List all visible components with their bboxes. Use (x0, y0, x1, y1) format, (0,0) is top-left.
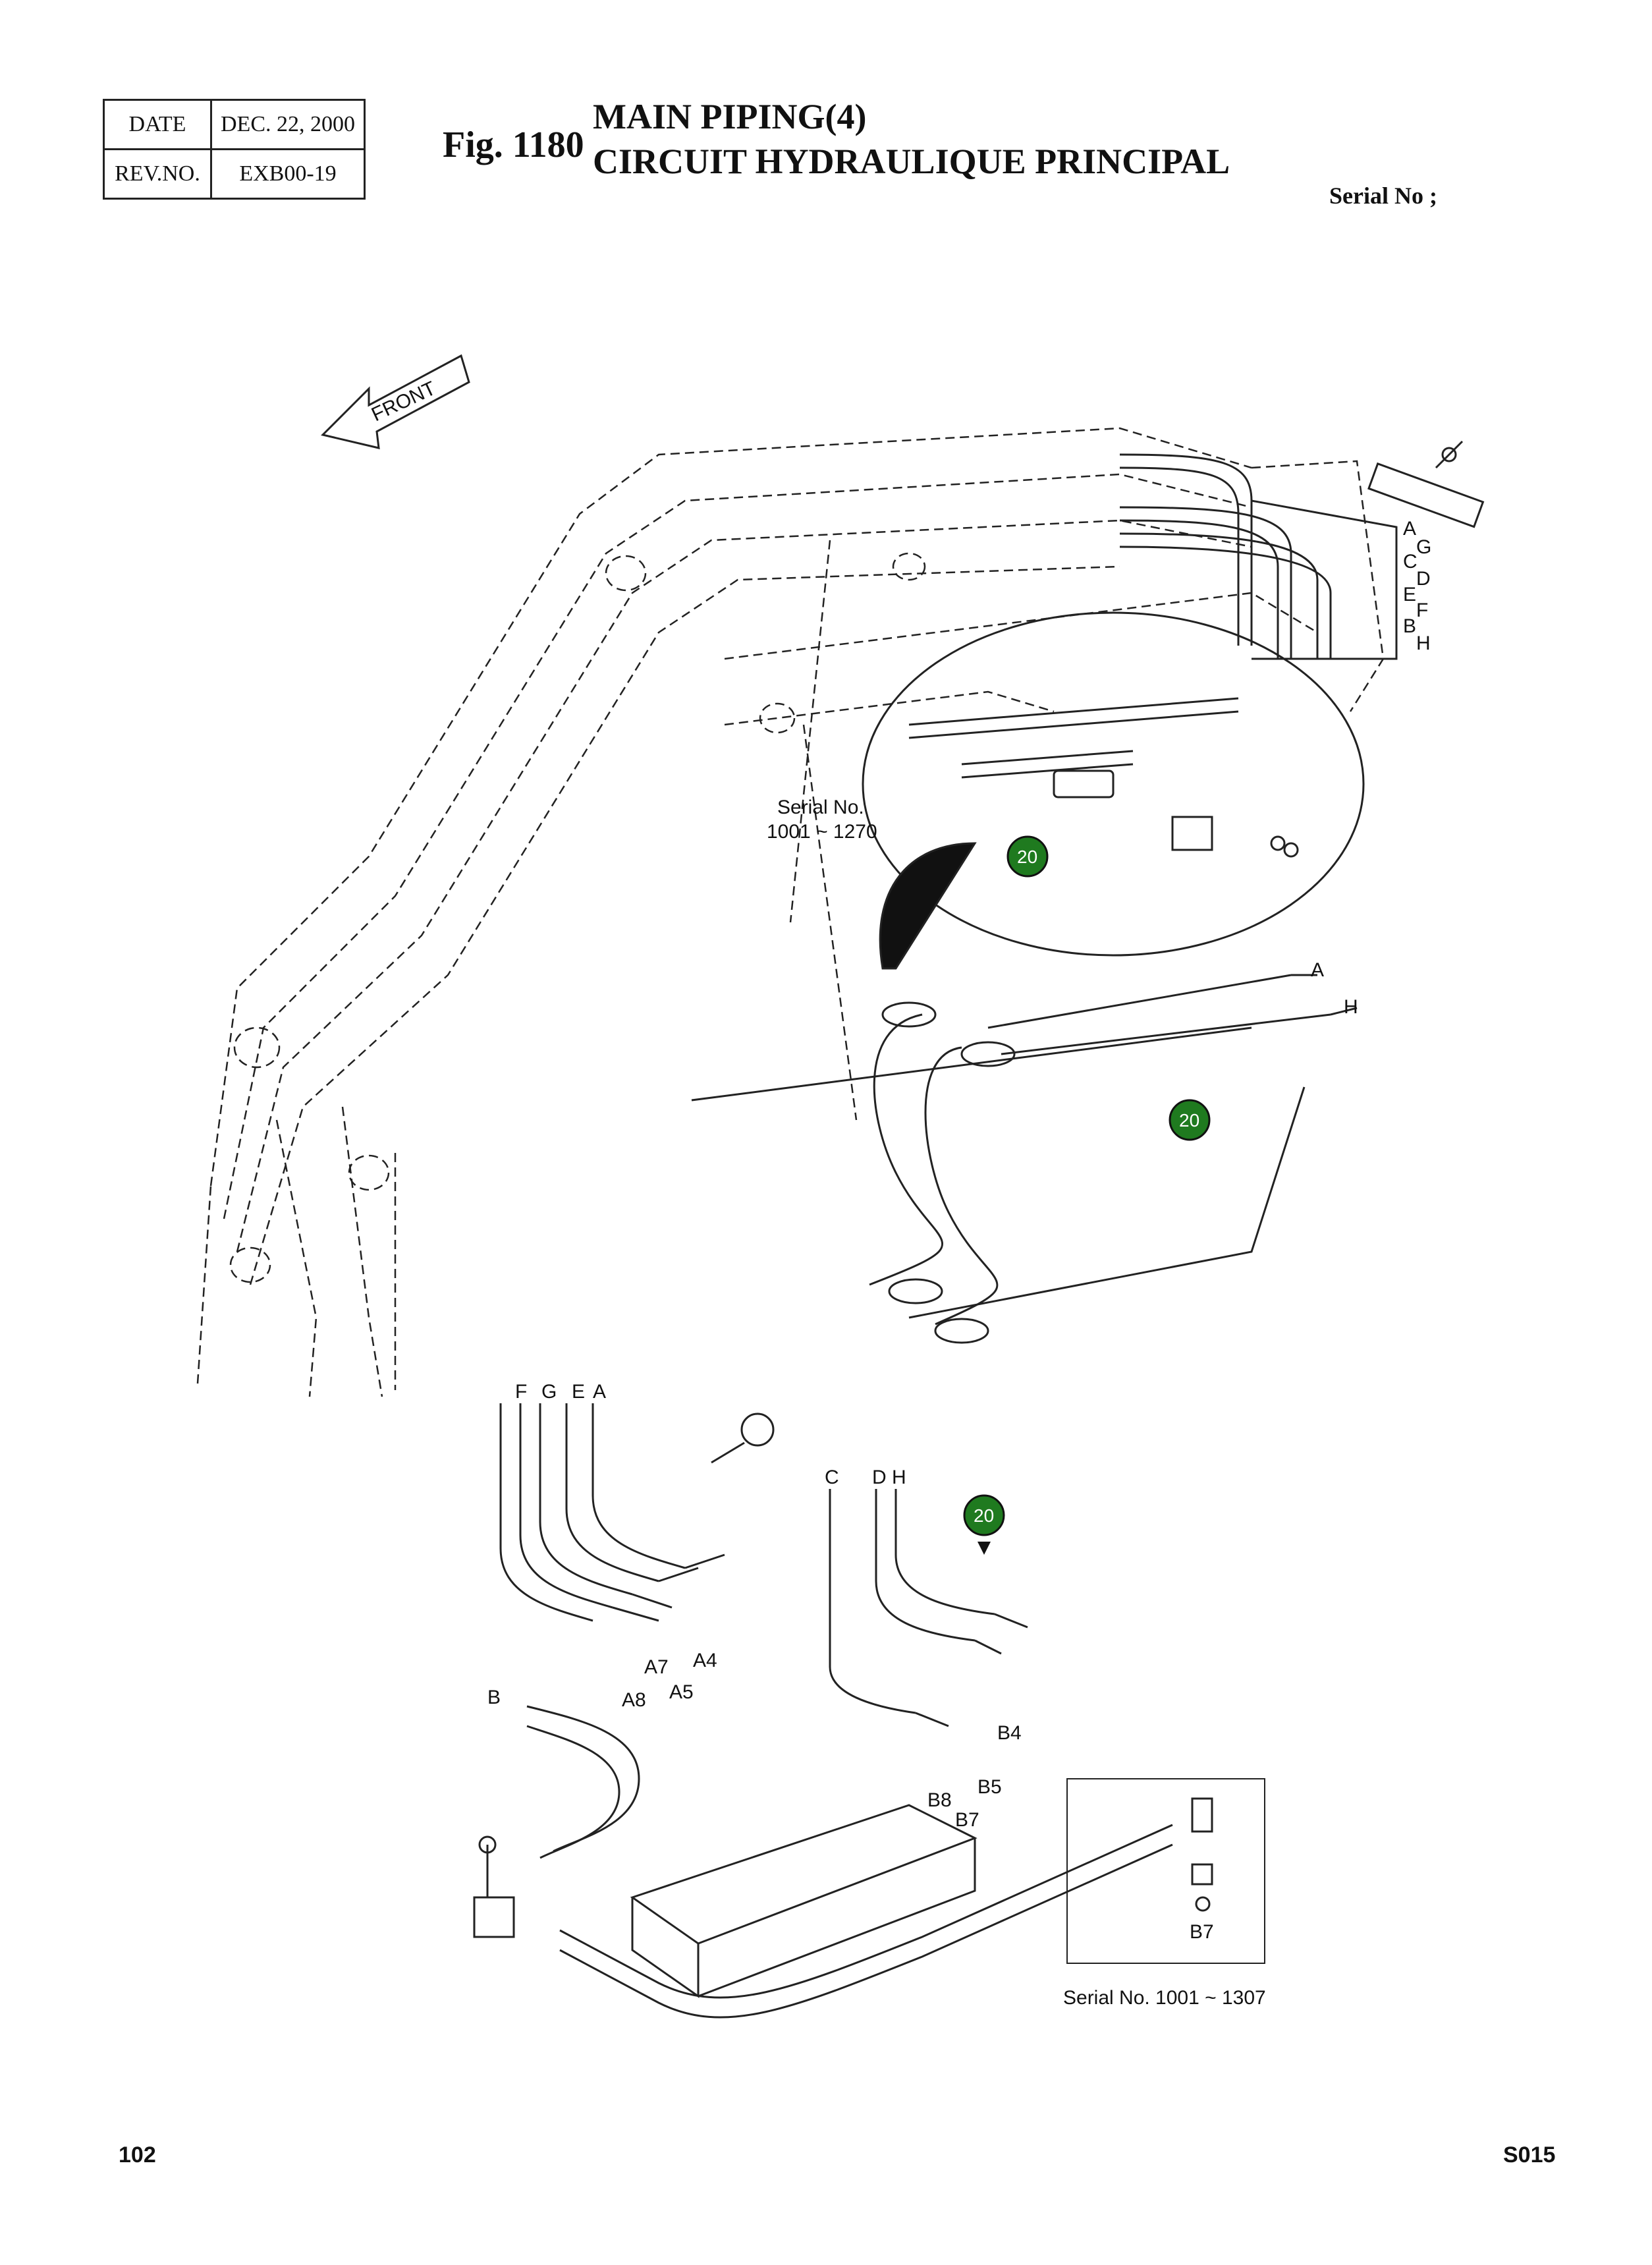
bl-label-e: E (572, 1381, 585, 1403)
port-b8: B8 (927, 1789, 952, 1811)
port-a5: A5 (669, 1681, 694, 1703)
port-a8: A8 (622, 1689, 646, 1711)
bl-label-a: A (593, 1381, 606, 1403)
rev-value: EXB00-19 (210, 148, 366, 200)
label-h: H (1416, 632, 1431, 654)
mid-label-a: A (1311, 959, 1324, 981)
bl-label-g: G (541, 1381, 557, 1403)
upper-hose-bundle (1119, 440, 1485, 660)
bottom-left-hoses: F G E A (499, 1381, 775, 1622)
date-value: DEC. 22, 2000 (210, 99, 366, 150)
figure-number: Fig. 1180 (443, 125, 584, 165)
mid-label-h: H (1344, 996, 1358, 1018)
label-c: C (1403, 551, 1418, 573)
date-label: DATE (103, 99, 212, 150)
label-b: B (1403, 615, 1416, 637)
ref-badge-3: 20 (963, 1494, 1005, 1555)
bottom-right-hoses: C D H (825, 1467, 1028, 1727)
upper-hose-labels: A G C D E F B H (1403, 518, 1431, 654)
control-valve-assembly: Serial No. 1001 ~ 1307 (473, 1705, 1266, 2019)
br-label-h: H (892, 1467, 906, 1488)
boom-outline (196, 427, 1385, 1397)
port-b7: B7 (955, 1809, 979, 1831)
port-b: B (487, 1687, 501, 1708)
serial-label: Serial No ; (1329, 182, 1437, 209)
bl-label-f: F (515, 1381, 527, 1403)
label-d: D (1416, 568, 1431, 590)
label-f: F (1416, 600, 1428, 621)
detail-serial-label: Serial No. (777, 797, 864, 818)
detail-callout: Serial No. 1001 ~ 1270 (767, 611, 1365, 970)
port-a7: A7 (644, 1656, 669, 1678)
port-labels: A7 A4 A8 A5 B B4 B5 B8 B7 B7 (487, 1650, 1214, 1943)
port-b7-detail: B7 (1190, 1921, 1214, 1943)
port-b4: B4 (997, 1722, 1022, 1744)
port-b5: B5 (977, 1776, 1002, 1798)
label-a: A (1403, 518, 1416, 540)
title-french: CIRCUIT HYDRAULIQUE PRINCIPAL (593, 142, 1230, 181)
middle-hoses: A H (691, 959, 1358, 1344)
title-english: MAIN PIPING(4) (593, 97, 867, 136)
front-label: FRONT (368, 378, 439, 426)
ref-badge-1-label: 20 (1017, 847, 1037, 867)
ref-badge-1: 20 (1006, 835, 1049, 878)
page-code: S015 (1503, 2142, 1556, 2167)
label-g: G (1416, 536, 1431, 558)
ref-badge-3-label: 20 (974, 1505, 994, 1526)
serial-range-2: Serial No. 1001 ~ 1307 (1063, 1987, 1266, 2009)
page-number: 102 (119, 2142, 156, 2167)
revision-table: DATE DEC. 22, 2000 REV.NO. EXB00-19 (103, 99, 366, 200)
ref-badge-2: 20 (1169, 1099, 1211, 1141)
front-arrow: FRONT (321, 354, 470, 449)
br-label-c: C (825, 1467, 839, 1488)
detail-serial-range: 1001 ~ 1270 (767, 821, 877, 843)
br-label-d: D (872, 1467, 887, 1488)
ref-badge-2-label: 20 (1179, 1110, 1199, 1131)
rev-label: REV.NO. (103, 148, 212, 200)
port-a4: A4 (693, 1650, 717, 1671)
label-e: E (1403, 584, 1416, 605)
